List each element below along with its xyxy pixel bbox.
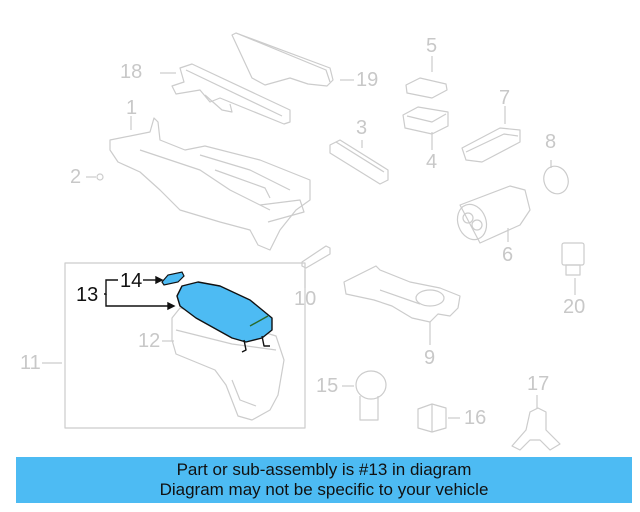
callout-16: 16: [464, 407, 487, 429]
callout-1: 1: [126, 97, 138, 119]
part-1-console: [109, 117, 311, 251]
callout-11: 11: [20, 352, 41, 374]
callout-12: 12: [138, 330, 161, 352]
banner-disclaimer: Diagram may not be specific to your vehi…: [159, 480, 489, 499]
callout-3: 3: [356, 117, 368, 139]
callout-6: 6: [502, 244, 514, 266]
part-14-lid-button: [161, 271, 185, 286]
part-2-screw: [96, 173, 104, 181]
part-8-cap: [543, 165, 569, 195]
info-banner: Part or sub-assembly is #13 in diagram D…: [16, 457, 632, 503]
part-6-cupholder: [459, 185, 531, 244]
parts-diagram: 18 19 1 2 3 5 4 7 8 6 20 10 9 11 12 13 1…: [20, 32, 586, 451]
callout-17: 17: [527, 373, 550, 395]
part-3-bracket: [329, 139, 389, 185]
part-17-bracket: [511, 407, 561, 451]
part-5-mat: [405, 77, 448, 99]
part-10-clip: [301, 245, 331, 269]
part-15-knob: [355, 370, 387, 400]
part-4-tray: [402, 106, 449, 135]
part-20-switch: [561, 242, 585, 266]
callout-13[interactable]: 13: [76, 284, 99, 306]
part-19-handle: [231, 32, 334, 87]
callout-15: 15: [316, 375, 339, 397]
callout-19: 19: [356, 69, 379, 91]
callout-5: 5: [426, 35, 438, 57]
part-7-tray: [461, 127, 521, 163]
part-13-armrest-lid: [176, 281, 273, 353]
group-11-box: [64, 262, 306, 429]
diagram-drawing: [42, 32, 585, 451]
callout-4: 4: [426, 151, 438, 173]
banner-part-note: Part or sub-assembly is #13 in diagram: [176, 460, 472, 479]
callout-18: 18: [120, 61, 143, 83]
callout-2: 2: [70, 166, 82, 188]
callout-9: 9: [424, 347, 436, 369]
callout-7: 7: [499, 87, 511, 109]
callout-8: 8: [545, 131, 557, 153]
callout-10: 10: [294, 288, 317, 310]
part-18-lever: [171, 63, 291, 125]
callout-14[interactable]: 14: [120, 270, 143, 292]
callout-20: 20: [563, 296, 586, 318]
part-9-frame: [343, 265, 461, 323]
